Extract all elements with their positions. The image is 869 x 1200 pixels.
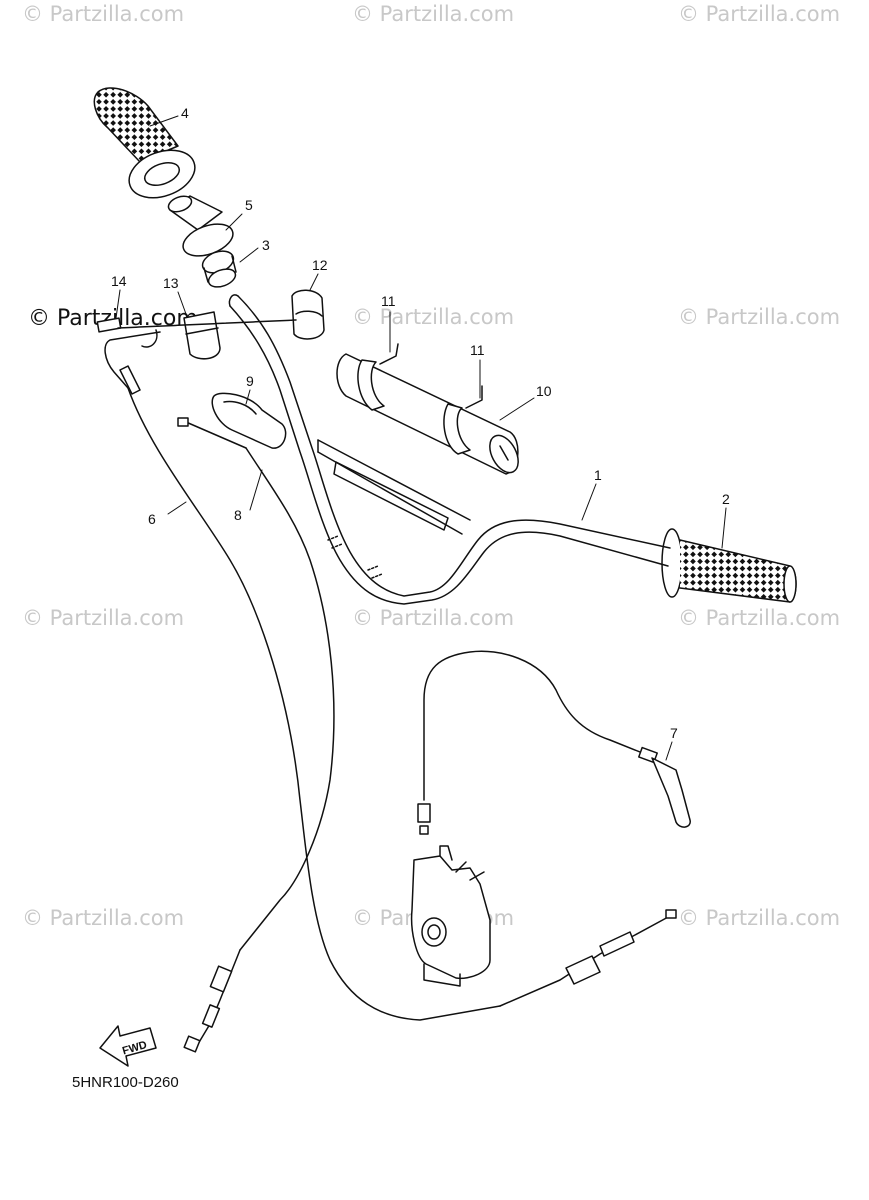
callout-10: 10: [536, 383, 552, 399]
callout-12: 12: [312, 257, 328, 273]
band-right: [443, 385, 483, 455]
watermark: © Partzilla.com: [352, 2, 515, 26]
callout-11-left: 11: [381, 293, 396, 309]
fwd-arrow-icon: [99, 1025, 157, 1067]
callout-11-right: 11: [470, 342, 485, 358]
watermark: © Partzilla.com: [678, 305, 841, 329]
screw: [96, 317, 297, 333]
right-grip: [661, 528, 797, 603]
callout-5: 5: [245, 197, 253, 213]
watermark: © Partzilla.com: [352, 606, 515, 630]
throttle-collar: [201, 250, 237, 288]
callout-6: 6: [148, 511, 156, 527]
watermark: © Partzilla.com: [678, 2, 841, 26]
watermark: © Partzilla.com: [678, 606, 841, 630]
diagram-code: 5HNR100-D260: [72, 1074, 179, 1091]
left-grip: [93, 87, 196, 199]
cable-end-right: [499, 909, 677, 1007]
callout-labels: 4 5 3 12 14 13 11 11 10 9 1 2 6 8 7: [111, 105, 730, 741]
callout-14: 14: [111, 273, 127, 289]
callout-2: 2: [722, 491, 730, 507]
thumb-throttle-assembly: [417, 650, 691, 835]
callout-1: 1: [594, 467, 602, 483]
callout-8: 8: [234, 507, 242, 523]
watermark: © Partzilla.com: [22, 606, 185, 630]
carburetor: [410, 845, 491, 987]
callout-13: 13: [163, 275, 179, 291]
cable-cover: [211, 392, 287, 449]
watermark: © Partzilla.com: [22, 906, 185, 930]
handlebar-pad: [336, 353, 519, 475]
watermark: © Partzilla.com: [352, 305, 515, 329]
throttle-grip-tube: [167, 195, 234, 257]
holder-upper: [291, 289, 325, 340]
band-left: [357, 343, 399, 411]
callout-3: 3: [262, 237, 270, 253]
callout-9: 9: [246, 373, 254, 389]
holder-lower: [183, 311, 221, 360]
clutch-cable: [104, 329, 501, 1021]
watermark: © Partzilla.com: [678, 906, 841, 930]
handlebar: [228, 294, 671, 605]
leader-lines: [115, 115, 727, 761]
callout-4: 4: [181, 105, 189, 121]
callout-7: 7: [670, 725, 678, 741]
throttle-cable: [177, 417, 335, 1053]
watermark: © Partzilla.com: [22, 2, 185, 26]
